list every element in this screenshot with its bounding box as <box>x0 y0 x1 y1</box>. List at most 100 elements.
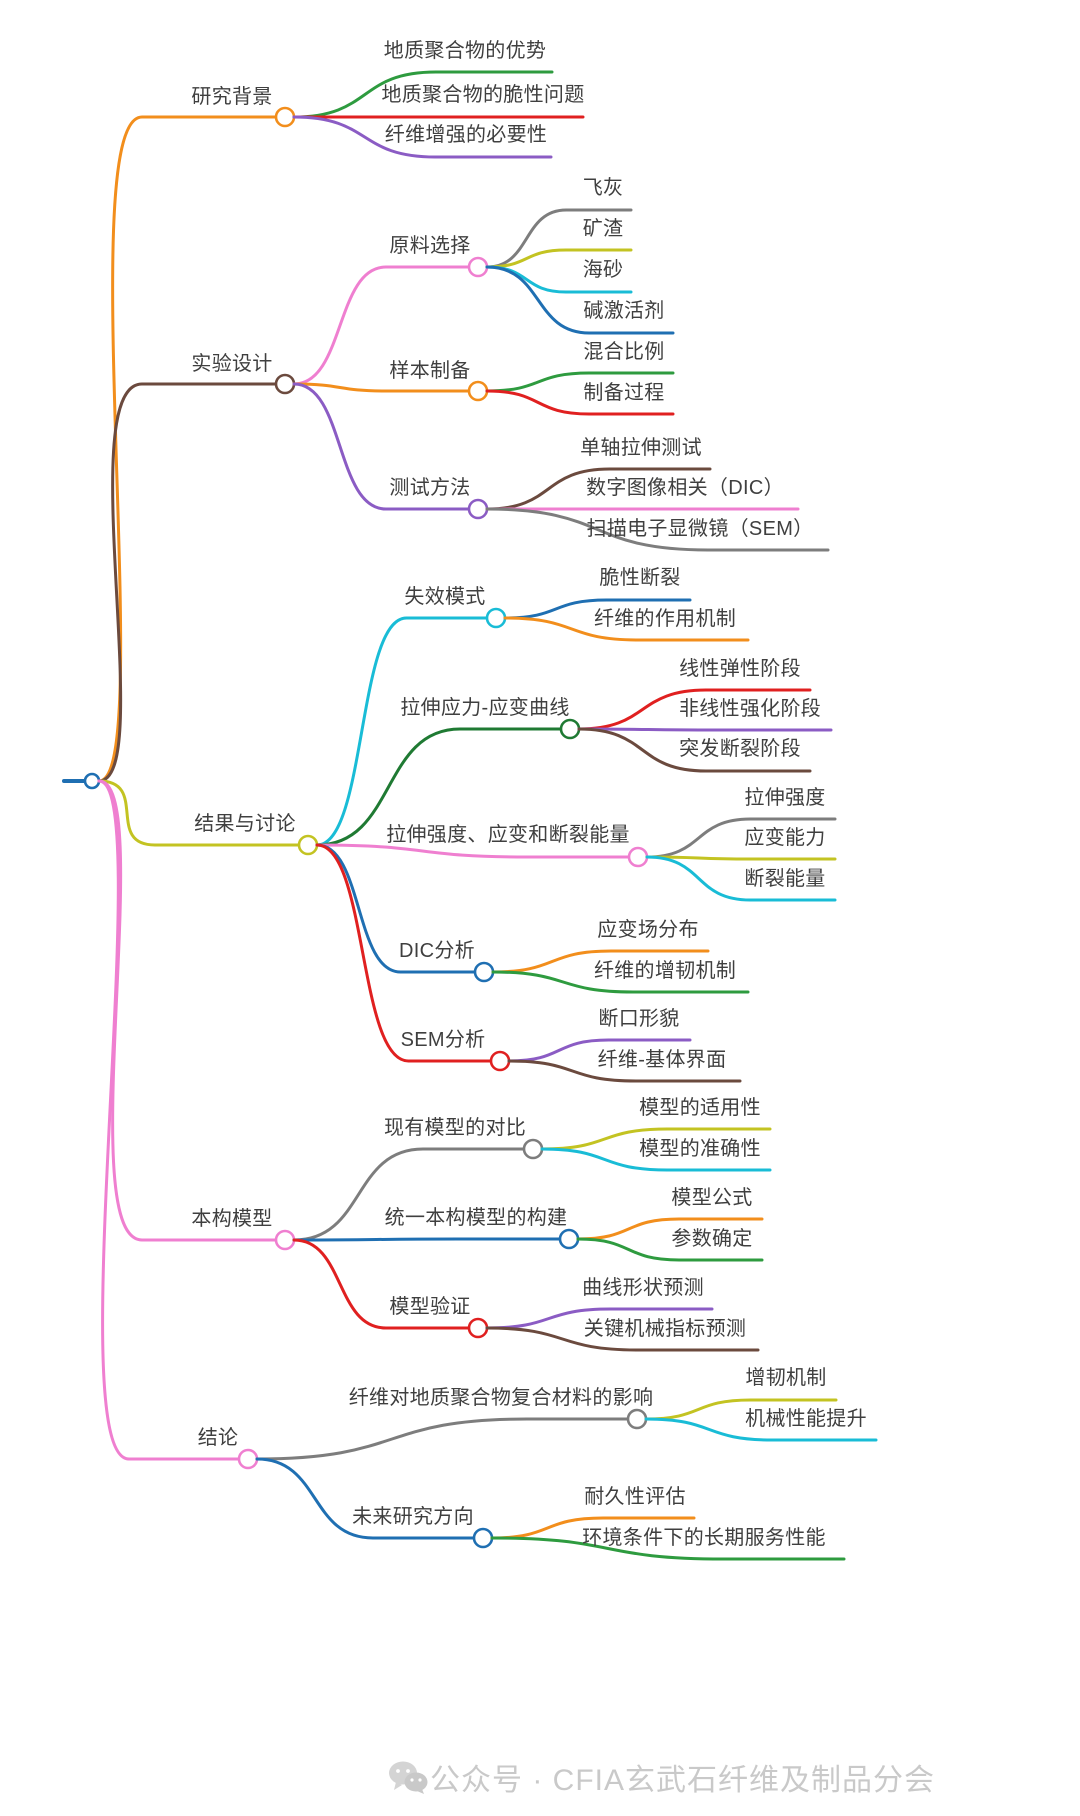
leaf-label-2-4-1: 纤维-基体界面 <box>597 1049 727 1071</box>
sub-link-3-1 <box>292 1237 571 1242</box>
leaf-label-3-2-0: 曲线形状预测 <box>582 1277 704 1299</box>
leaf-link-4-0-1 <box>644 1417 878 1442</box>
leaf-link-3-2-0 <box>485 1307 714 1330</box>
branch-node-2[interactable] <box>297 834 319 856</box>
leaf-link-1-1-1 <box>485 389 675 416</box>
branch-link-1 <box>97 382 287 783</box>
sub-label-4-0: 纤维对地质聚合物复合材料的影响 <box>348 1387 654 1409</box>
leaf-link-1-0-1 <box>485 248 633 269</box>
leaf-label-4-0-1: 机械性能提升 <box>745 1408 867 1430</box>
leaf-label-2-2-0: 拉伸强度 <box>744 787 826 809</box>
leaf-link-1-2-0 <box>485 467 712 511</box>
branch-label-3: 本构模型 <box>191 1208 273 1230</box>
leaf-label-2-4-0: 断口形貌 <box>598 1008 680 1030</box>
leaf-link-2-2-2 <box>645 855 837 902</box>
leaf-label-1-0-2: 海砂 <box>582 259 624 281</box>
sub-label-3-0: 现有模型的对比 <box>383 1117 527 1139</box>
sub-link-4-0 <box>255 1417 639 1461</box>
sub-link-1-0 <box>292 265 480 386</box>
sub-label-1-1: 样本制备 <box>389 360 471 382</box>
sub-node-4-0[interactable] <box>626 1408 648 1430</box>
leaf-link-2-2-0 <box>645 817 837 859</box>
leaf-label-3-2-1: 关键机械指标预测 <box>583 1318 747 1340</box>
leaf-label-1-0-3: 碱激活剂 <box>583 300 665 322</box>
branch-label-2: 结果与讨论 <box>194 813 296 835</box>
branch-node-4[interactable] <box>237 1448 259 1470</box>
sub-label-1-2: 测试方法 <box>389 477 471 499</box>
leaf-label-2-0-1: 纤维的作用机制 <box>593 608 737 630</box>
leaf-label-1-2-1: 数字图像相关（DIC） <box>586 477 784 499</box>
sub-node-2-2[interactable] <box>627 846 649 868</box>
root-node[interactable] <box>83 772 101 790</box>
sub-link-2-2 <box>315 843 640 859</box>
wechat-icon <box>388 1760 428 1794</box>
leaf-label-1-2-0: 单轴拉伸测试 <box>580 437 702 459</box>
sub-node-3-0[interactable] <box>522 1138 544 1160</box>
sub-label-2-3: DIC分析 <box>399 940 475 962</box>
sub-link-4-1 <box>255 1457 485 1540</box>
branch-node-3[interactable] <box>274 1229 296 1251</box>
sub-node-2-4[interactable] <box>489 1050 511 1072</box>
leaf-link-0-2 <box>292 115 553 159</box>
leaf-link-4-1-1 <box>490 1536 846 1561</box>
sub-label-2-4: SEM分析 <box>400 1029 486 1051</box>
leaf-label-1-0-0: 飞灰 <box>582 177 624 199</box>
sub-node-4-1[interactable] <box>472 1527 494 1549</box>
leaf-link-2-1-0 <box>577 688 812 731</box>
leaf-label-2-2-1: 应变能力 <box>744 827 826 849</box>
sub-node-2-3[interactable] <box>473 961 495 983</box>
sub-node-1-2[interactable] <box>467 498 489 520</box>
leaf-label-2-2-2: 断裂能量 <box>744 868 826 890</box>
sub-link-1-2 <box>292 382 480 511</box>
branch-node-0[interactable] <box>274 106 296 128</box>
sub-link-3-0 <box>292 1147 535 1242</box>
leaf-label-2-1-1: 非线性强化阶段 <box>678 698 822 720</box>
watermark-text: 公众号 · CFIA玄武石纤维及制品分会 <box>430 1764 935 1797</box>
leaf-label-2-3-1: 纤维的增韧机制 <box>593 960 737 982</box>
leaf-label-2-3-0: 应变场分布 <box>597 919 699 941</box>
leaf-label-3-0-0: 模型的适用性 <box>639 1097 761 1119</box>
sub-link-2-3 <box>315 843 486 974</box>
leaf-link-1-0-3 <box>485 265 675 335</box>
leaf-label-3-1-1: 参数确定 <box>671 1228 753 1250</box>
leaf-label-2-1-0: 线性弹性阶段 <box>679 658 801 680</box>
leaf-link-2-1-1 <box>577 727 833 732</box>
branch-node-1[interactable] <box>274 373 296 395</box>
sub-node-3-2[interactable] <box>467 1317 489 1339</box>
sub-link-1-1 <box>292 382 480 393</box>
leaf-link-3-1-0 <box>576 1217 764 1241</box>
branch-link-3 <box>97 779 287 1242</box>
sub-label-3-1: 统一本构模型的构建 <box>384 1207 568 1229</box>
leaf-label-0-2: 纤维增强的必要性 <box>384 124 548 146</box>
leaf-link-2-1-2 <box>577 727 812 773</box>
sub-node-2-1[interactable] <box>559 718 581 740</box>
leaf-link-3-0-0 <box>540 1127 772 1151</box>
leaf-label-2-0-0: 脆性断裂 <box>599 567 681 589</box>
leaf-link-2-2-1 <box>645 855 837 861</box>
leaf-label-3-1-0: 模型公式 <box>671 1187 753 1209</box>
leaf-link-3-1-1 <box>576 1237 764 1262</box>
branch-link-2 <box>97 779 310 847</box>
sub-label-4-1: 未来研究方向 <box>352 1506 474 1528</box>
branch-label-4: 结论 <box>197 1427 239 1449</box>
leaf-link-3-0-1 <box>540 1147 772 1172</box>
leaf-label-0-0: 地质聚合物的优势 <box>383 40 547 62</box>
leaf-label-1-1-1: 制备过程 <box>583 382 665 404</box>
sub-link-2-4 <box>315 843 502 1063</box>
leaf-link-1-2-2 <box>485 507 830 552</box>
sub-node-3-1[interactable] <box>558 1228 580 1250</box>
sub-node-1-0[interactable] <box>467 256 489 278</box>
leaf-link-1-0-0 <box>485 208 633 269</box>
sub-node-1-1[interactable] <box>467 380 489 402</box>
leaf-link-2-0-1 <box>503 616 750 642</box>
leaf-label-2-1-2: 突发断裂阶段 <box>679 738 801 760</box>
sub-link-2-1 <box>315 727 572 847</box>
sub-label-2-1: 拉伸应力-应变曲线 <box>400 697 570 719</box>
leaf-link-2-3-1 <box>491 970 750 994</box>
leaf-label-1-1-0: 混合比例 <box>583 341 665 363</box>
branch-link-0 <box>97 115 287 783</box>
sub-node-2-0[interactable] <box>485 607 507 629</box>
leaf-label-4-1-0: 耐久性评估 <box>584 1486 686 1508</box>
branch-label-0: 研究背景 <box>191 86 273 108</box>
